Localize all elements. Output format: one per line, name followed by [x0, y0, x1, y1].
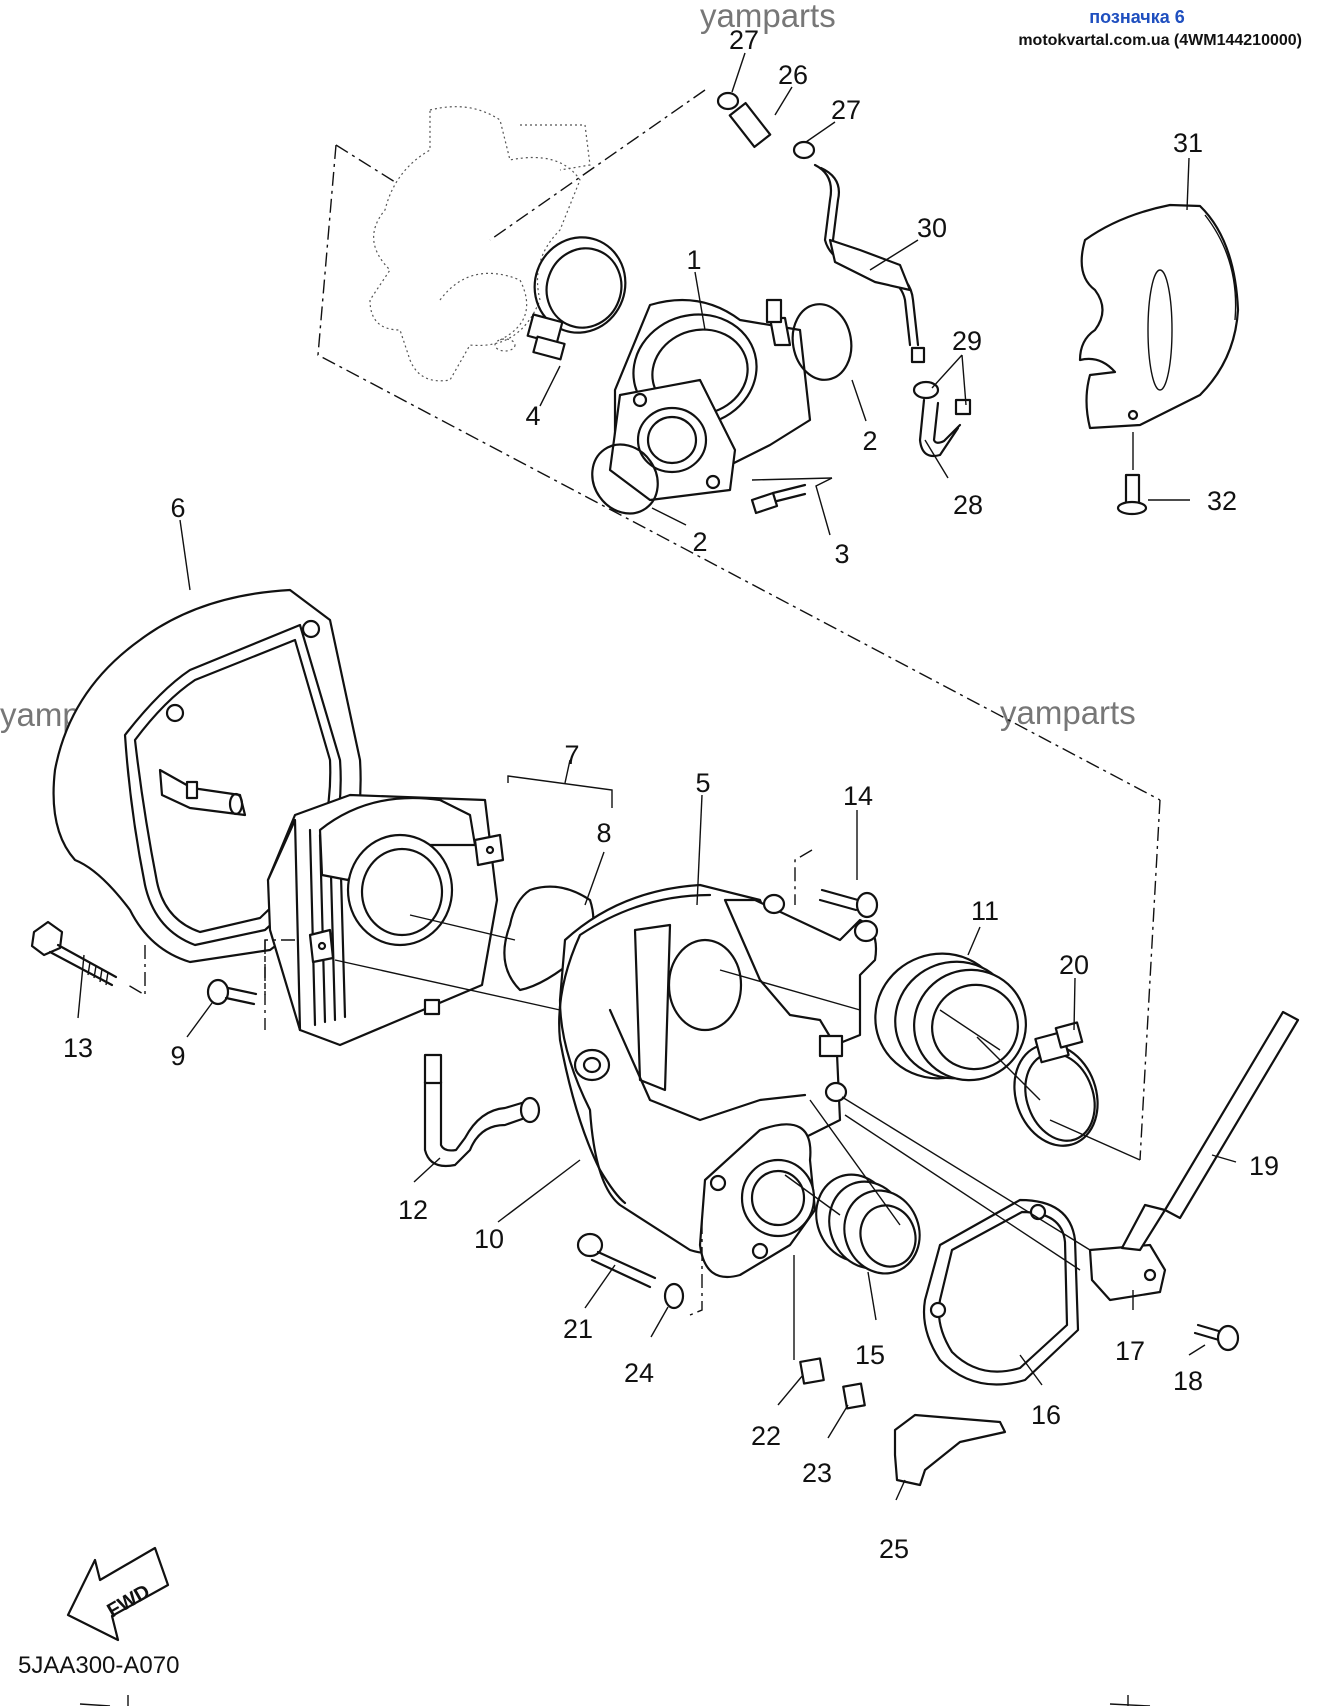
callout-25: 25 — [879, 1534, 909, 1564]
source-label: motokvartal.com.ua (4WM144210000) — [1018, 32, 1302, 49]
callout-bracket — [507, 775, 613, 808]
callout-32: 32 — [1207, 486, 1237, 516]
callout-26: 26 — [778, 60, 808, 90]
air-box-screw — [818, 888, 879, 919]
callout-21: 21 — [563, 1314, 593, 1344]
o-ring — [591, 443, 659, 515]
designation-label: позначка 6 — [1089, 7, 1185, 27]
air-box — [558, 883, 879, 1254]
breather-tube — [1163, 1010, 1300, 1220]
callout-20: 20 — [1059, 950, 1089, 980]
watermark: yamparts — [700, 0, 836, 34]
carburetor-outline — [369, 106, 591, 382]
callout-1: 1 — [686, 245, 701, 275]
intake-manifold — [608, 298, 812, 502]
manifold-bolt — [750, 483, 807, 515]
callout-18: 18 — [1173, 1366, 1203, 1396]
intake-boot — [874, 952, 1027, 1082]
intake-boot-small — [815, 1173, 921, 1275]
diagram-code: 5JAA300-A070 — [18, 1652, 179, 1679]
joint-screw — [1193, 1323, 1240, 1352]
callout-17: 17 — [1115, 1336, 1145, 1366]
filter-gasket — [503, 885, 595, 992]
drain-tube — [423, 1053, 541, 1168]
air-box-seal — [558, 893, 712, 1205]
vent-hose — [716, 91, 920, 347]
callout-2: 2 — [862, 426, 877, 456]
clamp-band — [526, 236, 627, 361]
callout-10: 10 — [474, 1224, 504, 1254]
washer — [663, 1282, 685, 1310]
callout-8: 8 — [596, 818, 611, 848]
callout-24: 24 — [624, 1358, 654, 1388]
mounting-bolt — [576, 1232, 657, 1289]
callout-14: 14 — [843, 781, 873, 811]
callout-28: 28 — [953, 490, 983, 520]
callout-27: 27 — [831, 95, 861, 125]
cover-bolt — [1116, 432, 1148, 516]
callout-2: 2 — [692, 527, 707, 557]
drain-hose — [910, 346, 972, 458]
callout-31: 31 — [1173, 128, 1203, 158]
boot-clamp — [1013, 1021, 1099, 1147]
assembly-guide-line — [317, 144, 1161, 801]
callout-9: 9 — [170, 1041, 185, 1071]
callout-23: 23 — [802, 1458, 832, 1488]
callout-5: 5 — [695, 768, 710, 798]
callout-22: 22 — [751, 1421, 781, 1451]
watermark: yamparts — [1000, 694, 1136, 731]
hose-joint — [1088, 1203, 1167, 1302]
bracket — [893, 1413, 1007, 1487]
side-cover — [1078, 203, 1240, 430]
callout-7: 7 — [564, 740, 579, 770]
callout-13: 13 — [63, 1033, 93, 1063]
callout-15: 15 — [855, 1340, 885, 1370]
callout-16: 16 — [1031, 1400, 1061, 1430]
intake-joint-housing — [698, 1123, 817, 1279]
callout-12: 12 — [398, 1195, 428, 1225]
duct-cover — [922, 1198, 1080, 1386]
assembly-guide-line — [489, 89, 706, 241]
callout-3: 3 — [834, 539, 849, 569]
callout-27: 27 — [729, 25, 759, 55]
callout-30: 30 — [917, 213, 947, 243]
callout-4: 4 — [525, 401, 540, 431]
assembly-guide-line — [1139, 799, 1161, 1161]
callout-19: 19 — [1249, 1151, 1279, 1181]
air-filter-element — [266, 793, 505, 1047]
damper-collar — [799, 1357, 866, 1410]
assembly-guide-line — [335, 144, 396, 183]
callout-29: 29 — [952, 326, 982, 356]
cover-bolt-long — [30, 920, 118, 987]
callout-11: 11 — [971, 896, 999, 926]
element-screw — [206, 978, 258, 1006]
leader-lines — [127, 849, 1141, 1360]
callout-6: 6 — [170, 493, 185, 523]
o-ring — [791, 303, 853, 381]
fwd-arrow-icon: FWD — [66, 1546, 170, 1642]
